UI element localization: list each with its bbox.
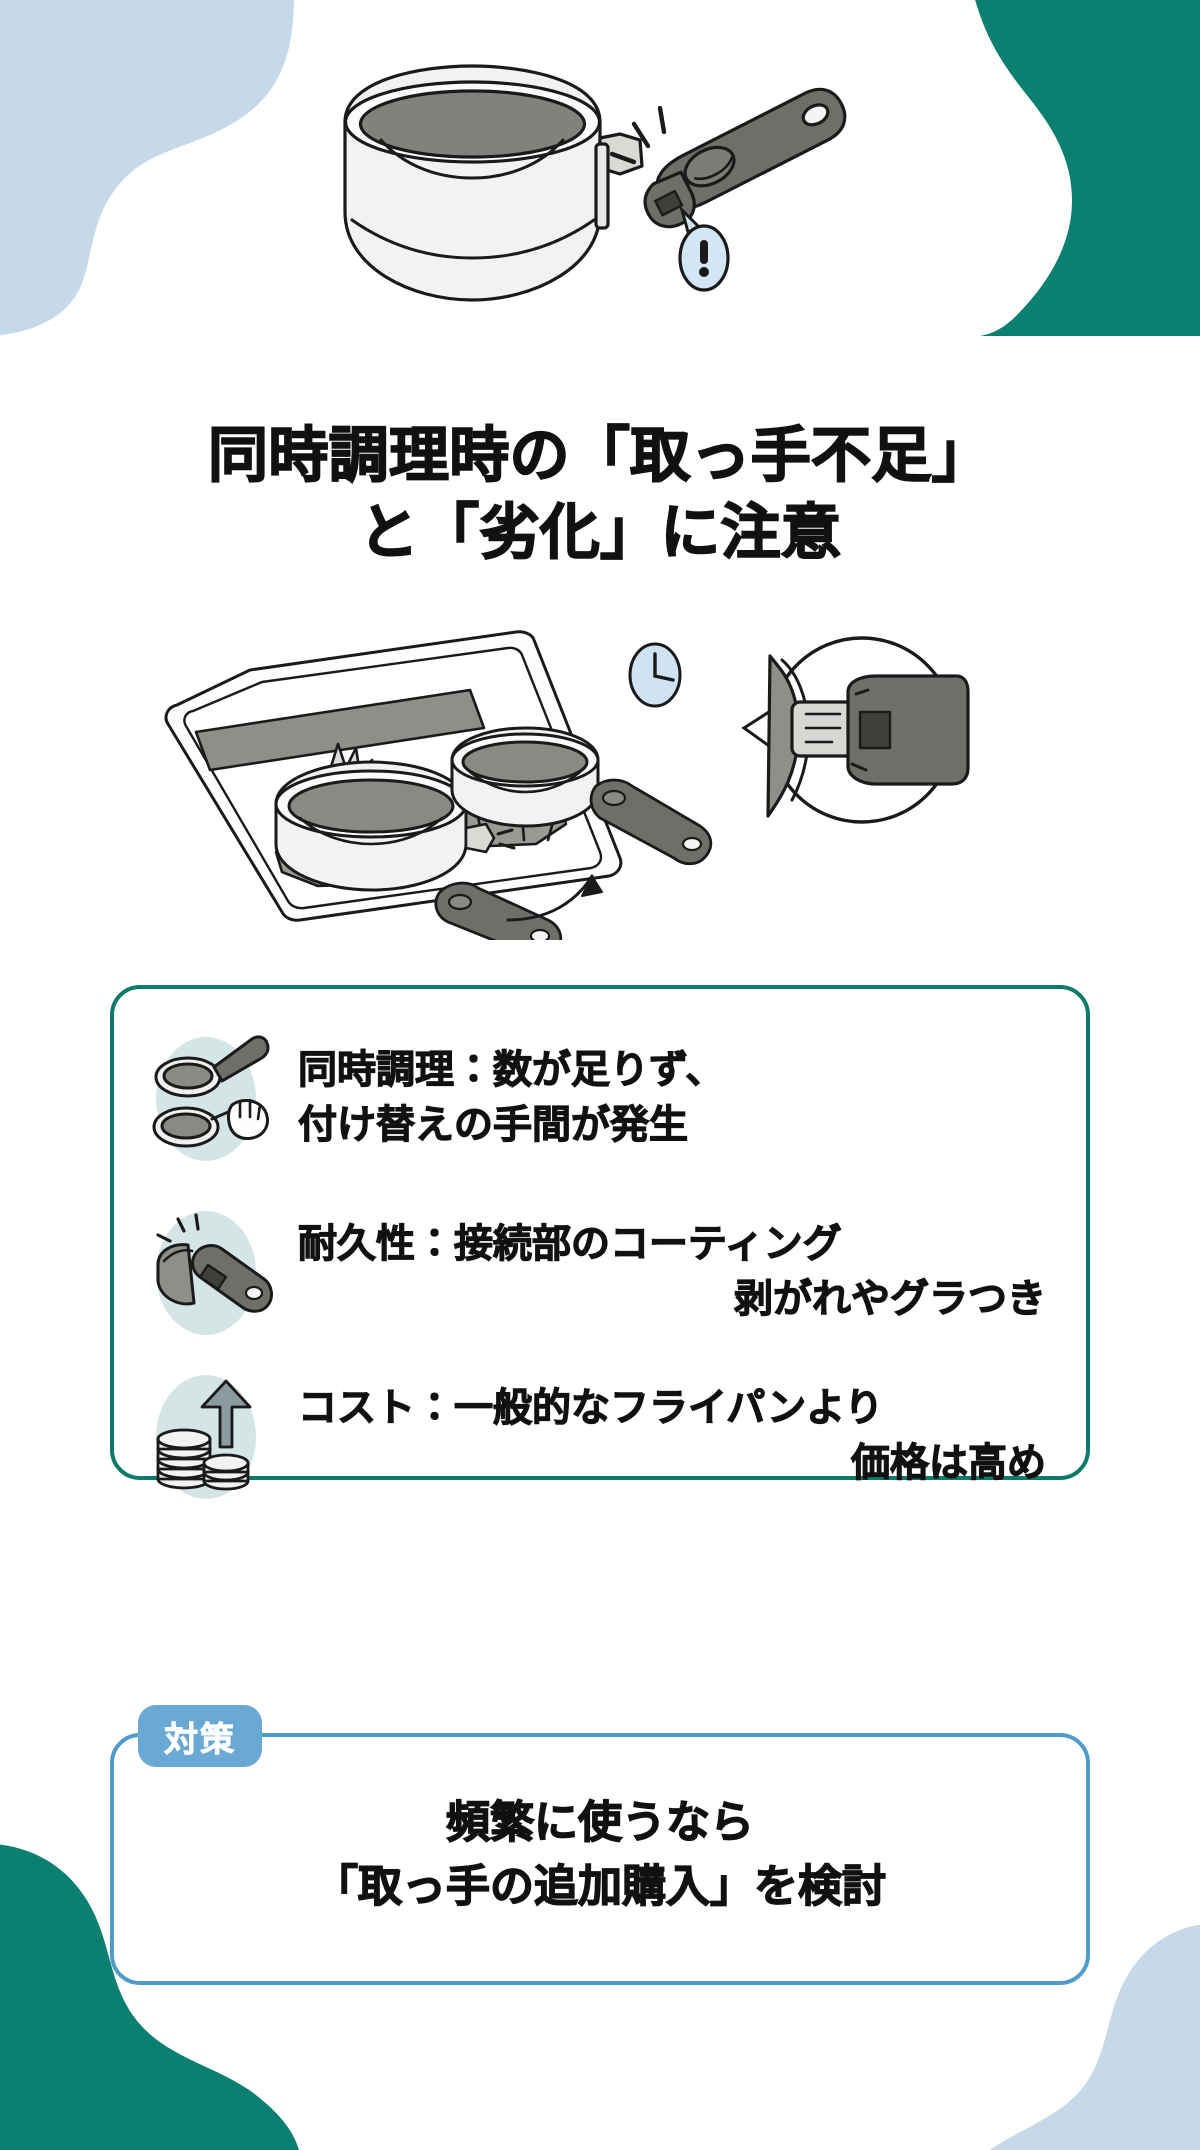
issue-item-durability: 耐久性：接続部のコーティング 剥がれやグラつき (140, 1207, 1070, 1339)
issue-line-2: 付け替えの手間が発生 (297, 1104, 689, 1148)
issue-text: 耐久性：接続部のコーティング 剥がれやグラつき (297, 1207, 1070, 1328)
issues-card: 同時調理：数が足りず、 付け替えの手間が発生 (110, 985, 1090, 1499)
headline-line-2: と「劣化」に注意 (358, 498, 842, 567)
issue-item-cost: コスト：一般的なフライパンより 価格は高め (140, 1371, 1070, 1503)
magnifier-detail-icon (741, 636, 970, 824)
issue-item-simultaneous-cooking: 同時調理：数が足りず、 付け替えの手間が発生 (140, 1033, 1070, 1165)
rising-cost-coins-icon (140, 1371, 290, 1503)
issue-text: 同時調理：数が足りず、 付け替えの手間が発生 (297, 1033, 1070, 1154)
remedy-line-2: 「取っ手の追加購入」を検討 (313, 1862, 886, 1912)
remedy-section: 対策 頻繁に使うなら 「取っ手の追加購入」を検討 (110, 1705, 1090, 1985)
hero-illustration (0, 62, 1200, 332)
page-title: 同時調理時の「取っ手不足」 と「劣化」に注意 (0, 418, 1200, 572)
status-badge: 対策 (138, 1705, 263, 1767)
headline-line-1: 同時調理時の「取っ手不足」 (207, 421, 992, 490)
issue-line-1: 耐久性：接続部のコーティング (297, 1222, 842, 1266)
issue-line-2: 価格は高め (850, 1442, 1046, 1486)
remedy-line-1: 頻繁に使うなら (445, 1797, 754, 1847)
issue-line-1: コスト：一般的なフライパンより (297, 1386, 884, 1430)
worn-handle-connector-icon (140, 1207, 290, 1339)
scene-illustration (0, 620, 1200, 959)
clock-icon (628, 642, 682, 708)
two-pans-one-handle-icon (140, 1033, 290, 1165)
remedy-text: 頻繁に使うなら 「取っ手の追加購入」を検討 (110, 1791, 1090, 1919)
issue-line-1: 同時調理：数が足りず、 (297, 1048, 725, 1092)
issue-text: コスト：一般的なフライパンより 価格は高め (297, 1371, 1070, 1492)
remedy-card (110, 1733, 1090, 1985)
issue-line-2: 剥がれやグラつき (733, 1278, 1046, 1322)
warning-bubble-icon (678, 204, 730, 292)
